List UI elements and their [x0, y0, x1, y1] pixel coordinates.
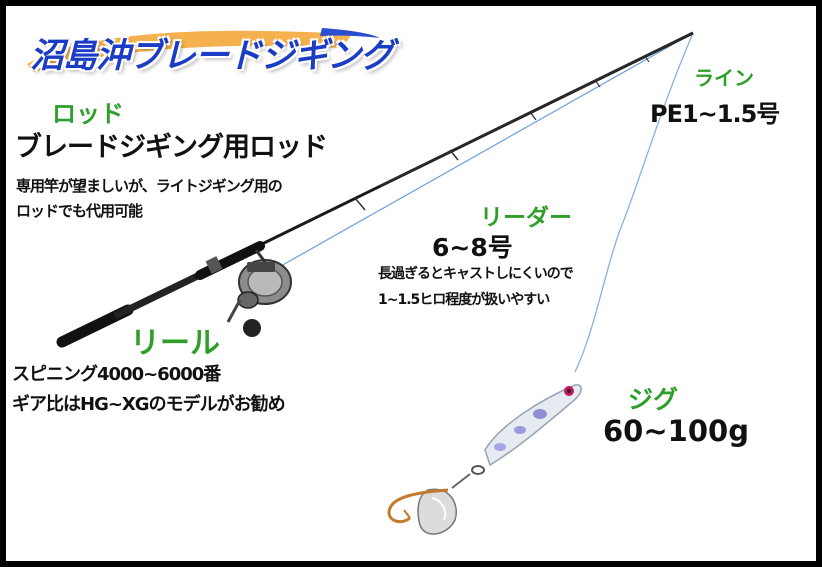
rod-guide-line [264, 32, 694, 276]
page-title-block: 沼島沖ブレードジギング [22, 20, 394, 76]
spinner-blade [417, 488, 457, 535]
leader-spec: 6~8号 [432, 233, 513, 262]
diagram-panel [6, 6, 816, 561]
assist-hook [387, 488, 449, 524]
page-title: 沼島沖ブレードジギング [30, 36, 394, 76]
leader-note-line2: 1~1.5ヒロ程度が扱いやすい [378, 292, 550, 308]
reel-line1: スピニング4000~6000番 [12, 364, 221, 385]
fishing-rod [56, 31, 694, 348]
line-heading: ライン [694, 66, 754, 90]
rod-heading: ロッド [52, 100, 124, 128]
rod-note-line2: ロッドでも代用可能 [16, 202, 143, 220]
spinning-reel [226, 249, 292, 337]
line-spec: PE1~1.5号 [650, 100, 780, 128]
title-swoosh [27, 28, 380, 72]
fishing-line [574, 32, 694, 373]
metal-jig [451, 384, 582, 489]
leader-note-line1: 長過ぎるとキャストしにくいので [378, 266, 574, 282]
jig-heading: ジグ [628, 385, 679, 414]
rod-note-line1: 専用竿が望ましいが、ライトジギング用の [16, 177, 283, 195]
reel-line2: ギア比はHG~XGのモデルがお勧め [12, 394, 286, 415]
leader-heading: リーダー [480, 205, 572, 231]
jig-spec: 60~100g [603, 414, 749, 448]
rod-name: ブレードジギング用ロッド [15, 132, 328, 163]
reel-heading: リール [130, 326, 220, 361]
